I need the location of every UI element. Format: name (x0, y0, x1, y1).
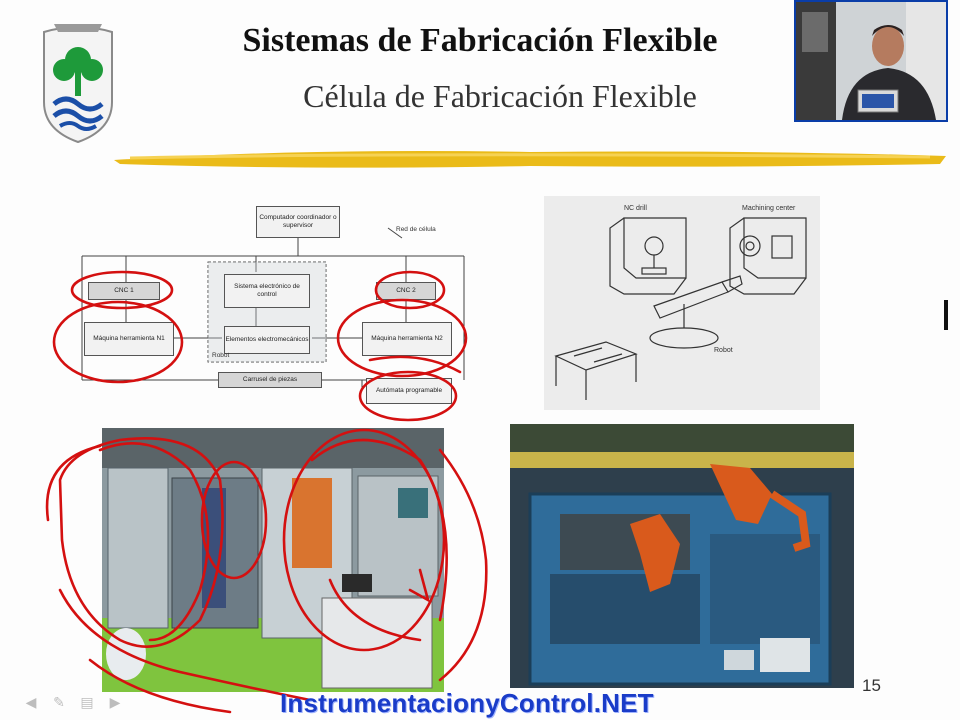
machine-tool-1-box: Máquina herramienta N1 (84, 322, 174, 356)
robot-cell-photo (510, 424, 854, 688)
slide-edge-marker (944, 300, 948, 330)
sketch-drawing: NC drill Machining center Robot (544, 196, 820, 410)
machine-tool-2-box: Máquina herramienta N2 (362, 322, 452, 356)
university-logo (43, 24, 113, 144)
slide-subtitle: Célula de Fabricación Flexible (303, 78, 697, 114)
cell-network-label: Red de célula (396, 226, 436, 233)
cnc1-box: CNC 1 (88, 282, 160, 300)
menu-icon[interactable]: ▤ (80, 693, 94, 710)
cnc2-box: CNC 2 (376, 282, 436, 300)
robot-label: Robot (212, 352, 230, 359)
pen-icon[interactable]: ✎ (53, 693, 65, 710)
parts-carousel-box: Carrusel de piezas (218, 372, 322, 388)
control-system-box: Sistema electrónico de control (224, 274, 310, 308)
factory-cell-image (102, 428, 444, 692)
page-number: 15 (862, 676, 881, 695)
arrow-left-icon[interactable]: ◀ (25, 693, 37, 710)
presenter-image (796, 2, 946, 120)
robot-cell-image (510, 424, 854, 688)
fms-block-diagram: Computador coordinador o supervisor Red … (66, 198, 480, 410)
plc-box: Autómata programable (366, 378, 452, 404)
electromechanical-box: Elementos electromecánicos (224, 326, 310, 354)
supervisor-computer-box: Computador coordinador o supervisor (256, 206, 340, 238)
decorative-brush-stroke (114, 151, 946, 168)
sketch-robot-label: Robot (714, 347, 733, 354)
slide-navigation-bar: ◀ ✎ ▤ ▶ (20, 690, 150, 714)
factory-cell-photo (102, 428, 444, 692)
slide-title: Sistemas de Fabricación Flexible (242, 22, 718, 59)
fms-sketch-illustration: NC drill Machining center Robot (544, 196, 820, 410)
arrow-right-icon[interactable]: ▶ (109, 693, 121, 710)
nc-drill-label: NC drill (624, 205, 647, 212)
presenter-webcam-feed (794, 0, 948, 122)
watermark-text: InstrumentacionyControl.NET (280, 688, 654, 718)
machining-center-label: Machining center (742, 205, 796, 212)
